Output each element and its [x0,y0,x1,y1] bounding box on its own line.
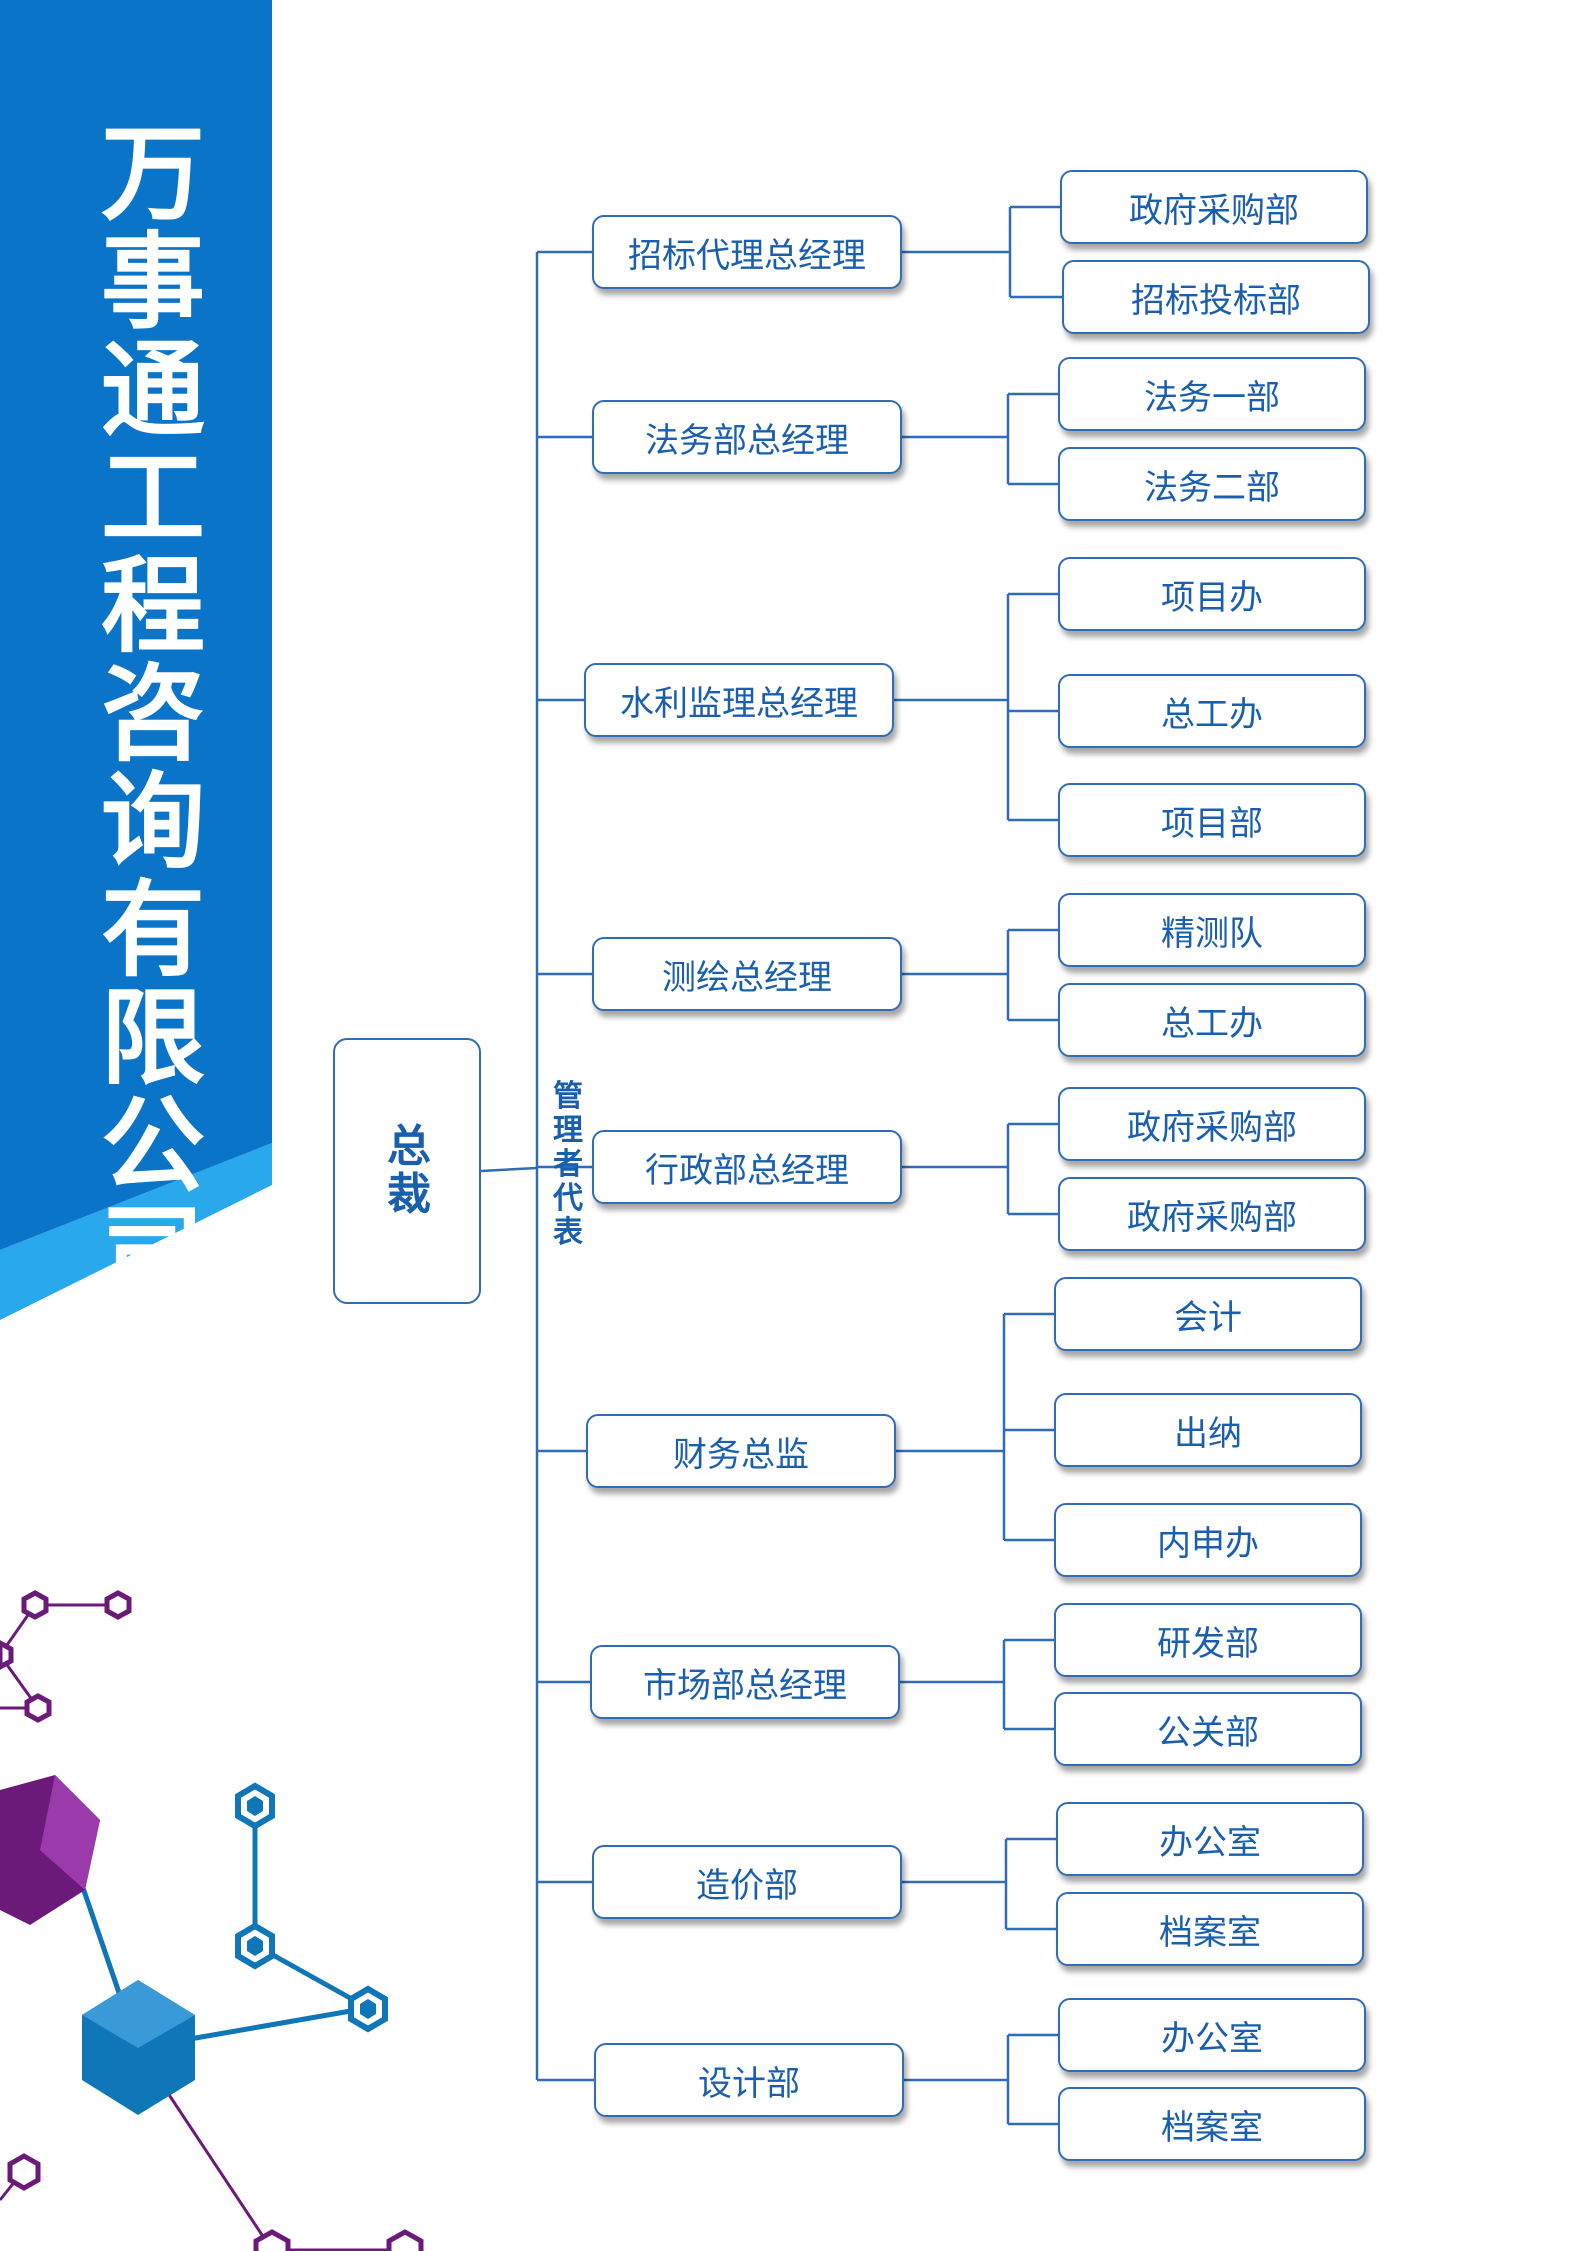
company-title-char: 通 [100,329,205,451]
company-title-char: 程 [100,545,205,667]
department-box: 档案室 [1056,1892,1364,1966]
department-box: 办公室 [1056,1802,1364,1876]
manager-box: 市场部总经理 [590,1645,900,1719]
manager-box: 造价部 [592,1845,902,1919]
manager-box: 法务部总经理 [592,400,902,474]
company-title-char: 工 [100,437,205,559]
blue-cube [82,1980,195,2115]
department-box: 办公室 [1058,1998,1366,2072]
department-box: 招标投标部 [1062,260,1370,334]
department-box: 总工办 [1058,983,1366,1057]
department-box: 档案室 [1058,2087,1366,2161]
department-box: 政府采购部 [1058,1087,1366,1161]
department-box: 出纳 [1054,1393,1362,1467]
manager-box: 设计部 [594,2043,904,2117]
company-title-char: 万 [100,113,205,235]
department-box: 政府采购部 [1060,170,1368,244]
manager-box: 财务总监 [586,1414,896,1488]
ceo-box: 总裁 [333,1038,481,1304]
manager-box: 水利监理总经理 [584,663,894,737]
department-box: 项目办 [1058,557,1366,631]
company-title-char: 有 [100,869,205,991]
company-title-char: 询 [100,761,205,883]
company-title: 万事通工程咨询有限公司 [88,120,218,1308]
department-box: 精测队 [1058,893,1366,967]
department-box: 内申办 [1054,1503,1362,1577]
management-rep-label: 管理者代表 [553,1079,583,1250]
company-title-char: 公 [100,1085,205,1207]
company-title-char: 咨 [100,653,205,775]
department-box: 项目部 [1058,783,1366,857]
molecule-decoration [0,1590,424,2251]
purple-cube [0,1775,100,1925]
manager-box: 行政部总经理 [592,1130,902,1204]
department-box: 公关部 [1054,1692,1362,1766]
department-box: 政府采购部 [1058,1177,1366,1251]
company-title-char: 司 [100,1193,205,1315]
ceo-label: 总裁 [387,1121,431,1220]
department-box: 研发部 [1054,1603,1362,1677]
connector-line [480,1166,538,1173]
department-box: 总工办 [1058,674,1366,748]
company-title-char: 事 [100,221,205,343]
manager-box: 测绘总经理 [592,937,902,1011]
manager-box: 招标代理总经理 [592,215,902,289]
department-box: 法务二部 [1058,447,1366,521]
department-box: 法务一部 [1058,357,1366,431]
department-box: 会计 [1054,1277,1362,1351]
company-title-char: 限 [100,977,205,1099]
